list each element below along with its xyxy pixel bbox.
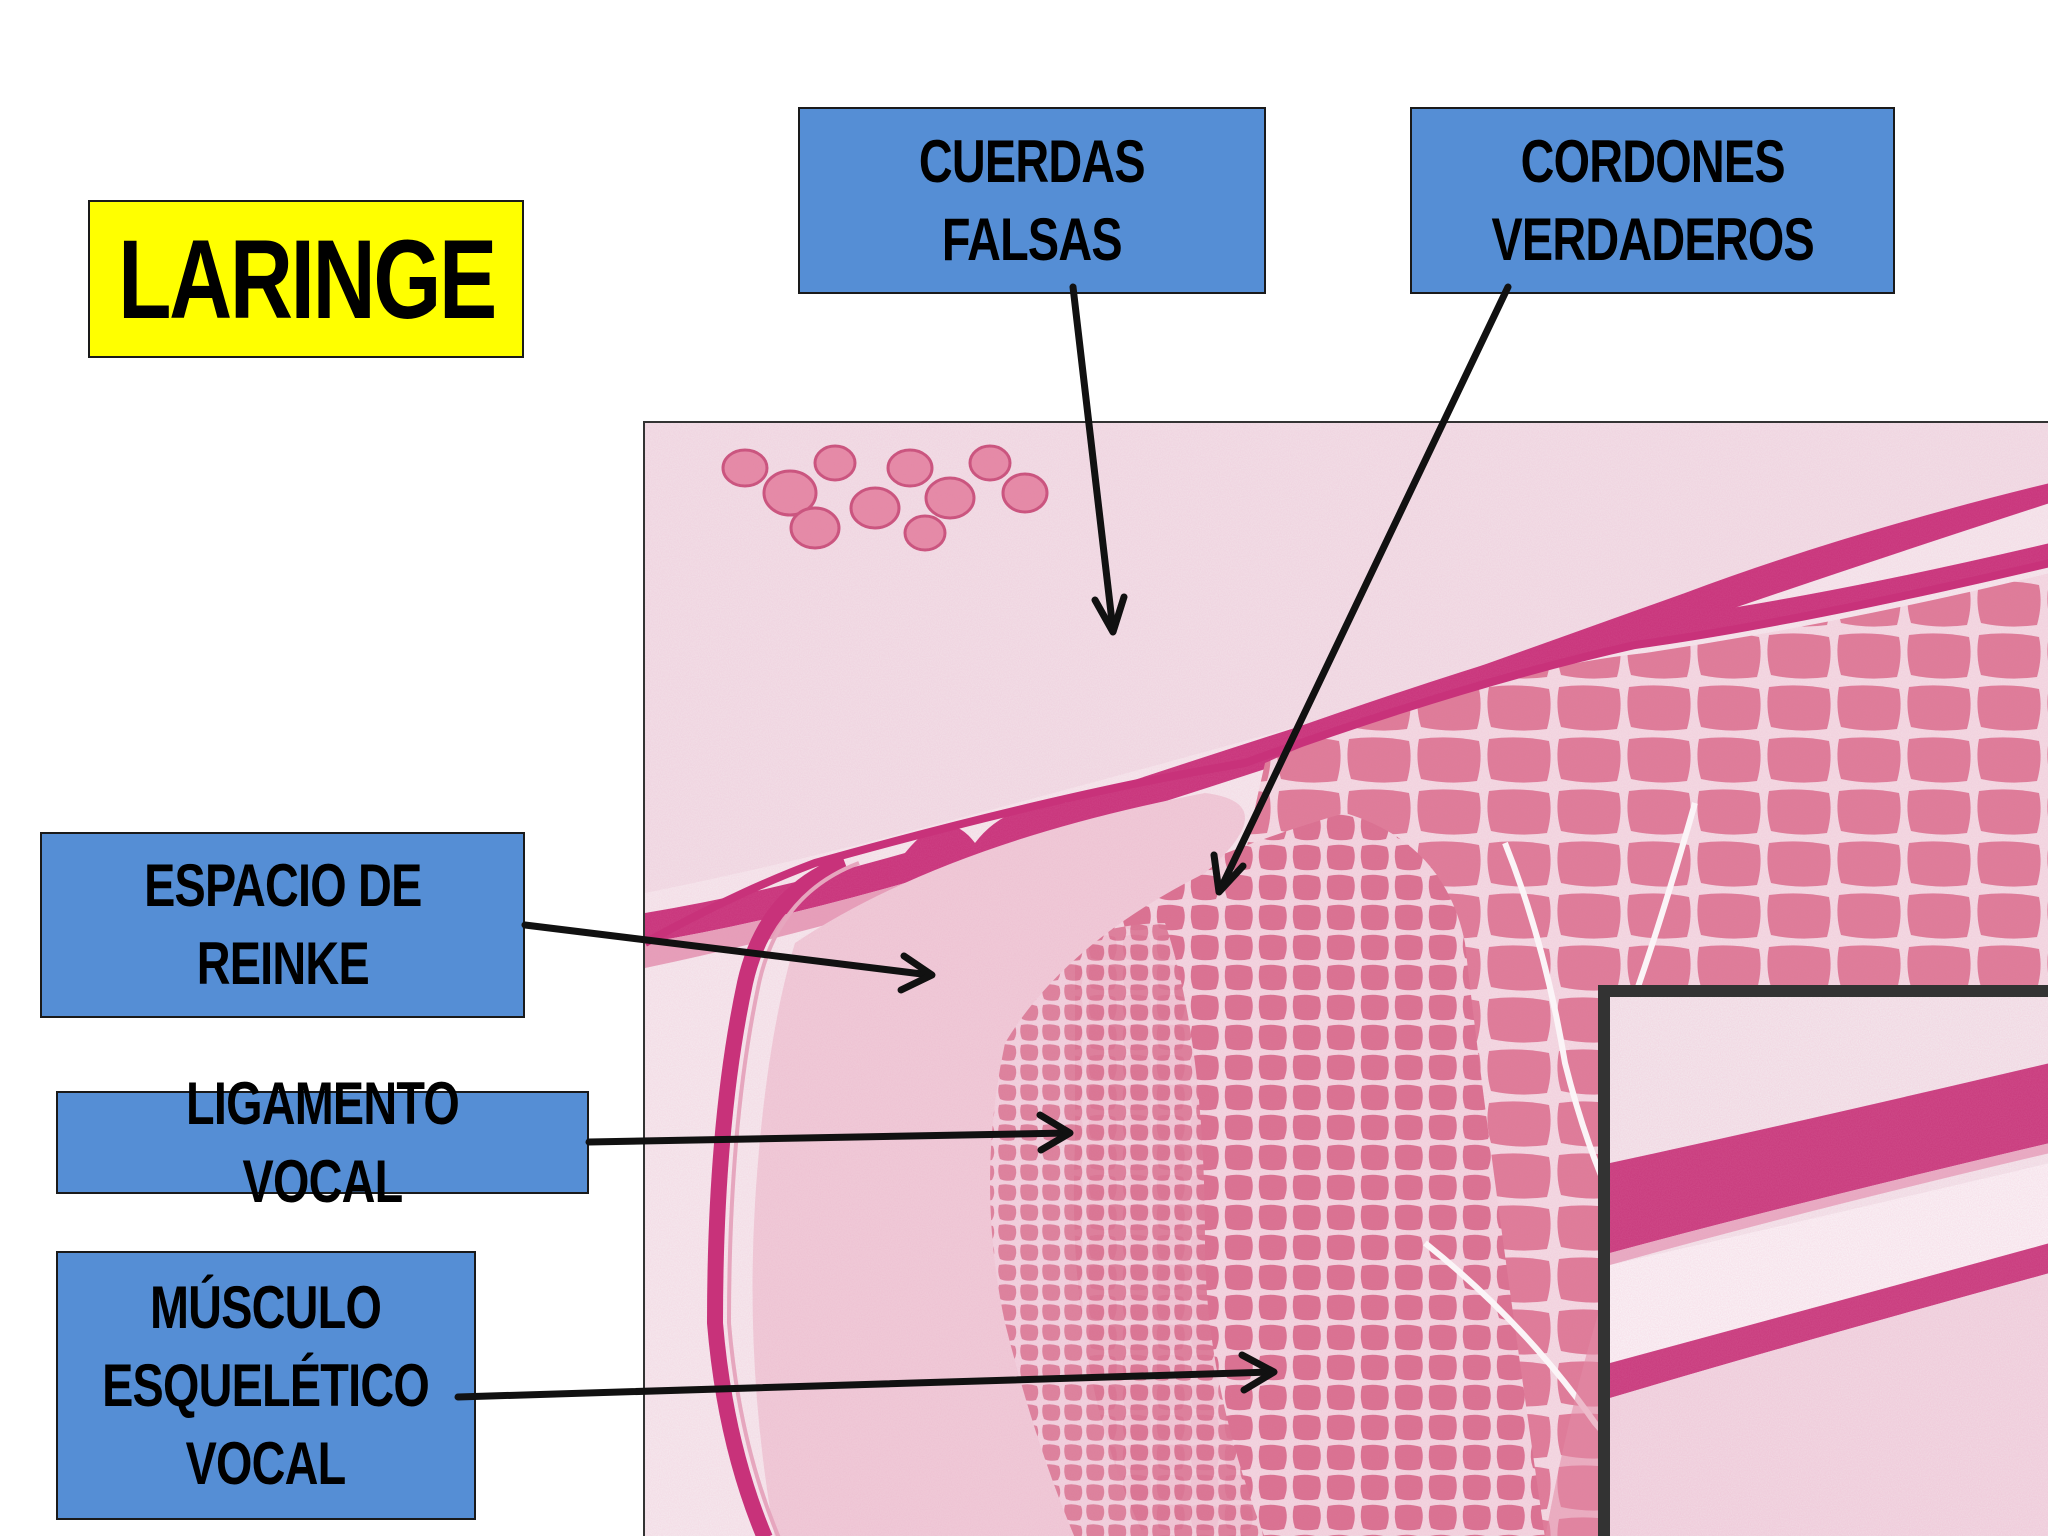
page-title: LARINGE: [88, 200, 524, 358]
label-espacio-reinke: ESPACIO DE REINKE: [40, 832, 525, 1018]
label-cuerdas-falsas: CUERDAS FALSAS: [798, 107, 1266, 294]
inset-magnification: [1598, 985, 2048, 1536]
histology-micrograph: [643, 421, 2048, 1536]
histology-illustration: [645, 423, 2048, 1536]
label-ligamento-vocal: LIGAMENTO VOCAL: [56, 1070, 589, 1215]
label-cordones-verdaderos: CORDONES VERDADEROS: [1410, 107, 1895, 294]
label-musculo-esqueletico: MÚSCULO ESQUELÉTICO VOCAL: [56, 1251, 476, 1520]
